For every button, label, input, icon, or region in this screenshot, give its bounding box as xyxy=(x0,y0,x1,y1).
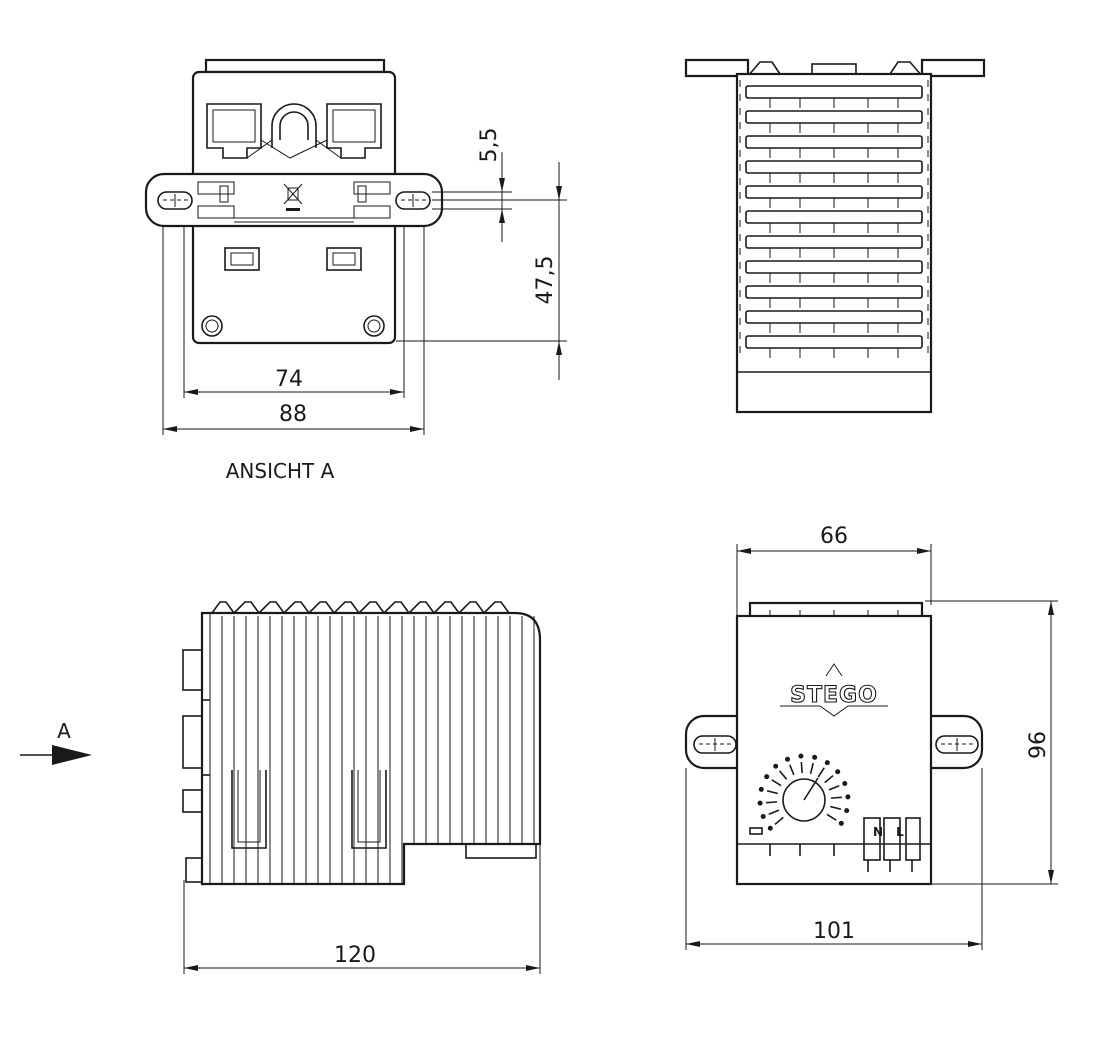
dim-74: 74 xyxy=(275,367,303,392)
dial-mark xyxy=(845,794,851,800)
dial-mark xyxy=(824,760,830,766)
indicator-led xyxy=(749,827,763,835)
dial-mark xyxy=(760,813,766,819)
view-a-label: ANSICHT A xyxy=(226,459,335,483)
dim-66: 66 xyxy=(820,524,848,549)
dial-mark xyxy=(798,753,804,759)
dim-47-5: 47,5 xyxy=(533,256,558,305)
dial-tick xyxy=(789,764,795,776)
dial-mark xyxy=(785,756,791,762)
front-view: STEGO N L 66 xyxy=(684,524,1058,950)
stego-logo: STEGO xyxy=(780,663,888,717)
dim-88: 88 xyxy=(279,402,307,427)
dial-mark xyxy=(773,763,779,769)
dial-tick xyxy=(768,809,780,815)
dial-mark xyxy=(764,774,770,780)
dial-mark xyxy=(767,825,773,831)
dial-tick xyxy=(766,801,778,804)
dial-tick xyxy=(830,796,842,799)
dial-mark xyxy=(758,786,764,792)
dim-5-5: 5,5 xyxy=(477,128,502,163)
side-view: A 120 xyxy=(20,601,542,974)
dial-mark xyxy=(844,808,850,814)
dial-tick xyxy=(778,770,788,780)
dial-tick xyxy=(774,816,784,826)
thermostat-dial[interactable] xyxy=(757,753,851,831)
arrow-a-label: A xyxy=(57,719,71,743)
dial-tick xyxy=(809,762,814,774)
dial-tick xyxy=(826,813,837,821)
dial-mark xyxy=(842,781,848,787)
dim-101: 101 xyxy=(813,919,855,944)
dim-120: 120 xyxy=(334,943,376,968)
dial-tick xyxy=(766,790,778,795)
dial-tick xyxy=(771,779,782,787)
dial-tick xyxy=(800,762,803,774)
dial-mark xyxy=(835,769,841,775)
dial-tick xyxy=(824,774,834,784)
weee-icon xyxy=(283,183,303,211)
terminal-l: L xyxy=(896,825,904,839)
dial-tick xyxy=(817,767,825,778)
dial-mark xyxy=(838,820,844,826)
dial-tick xyxy=(828,785,840,791)
top-view xyxy=(684,58,986,414)
brand-text: STEGO xyxy=(790,683,878,708)
dial-mark xyxy=(757,800,763,806)
arrow-a-icon xyxy=(52,745,92,765)
dial-mark xyxy=(812,754,818,760)
view-a: 74 88 5,5 47,5 ANSICHT A xyxy=(144,58,567,483)
dim-96: 96 xyxy=(1026,731,1051,759)
terminal-n: N xyxy=(873,825,883,839)
terminal-block: N L xyxy=(863,817,921,872)
dial-tick xyxy=(830,805,842,810)
